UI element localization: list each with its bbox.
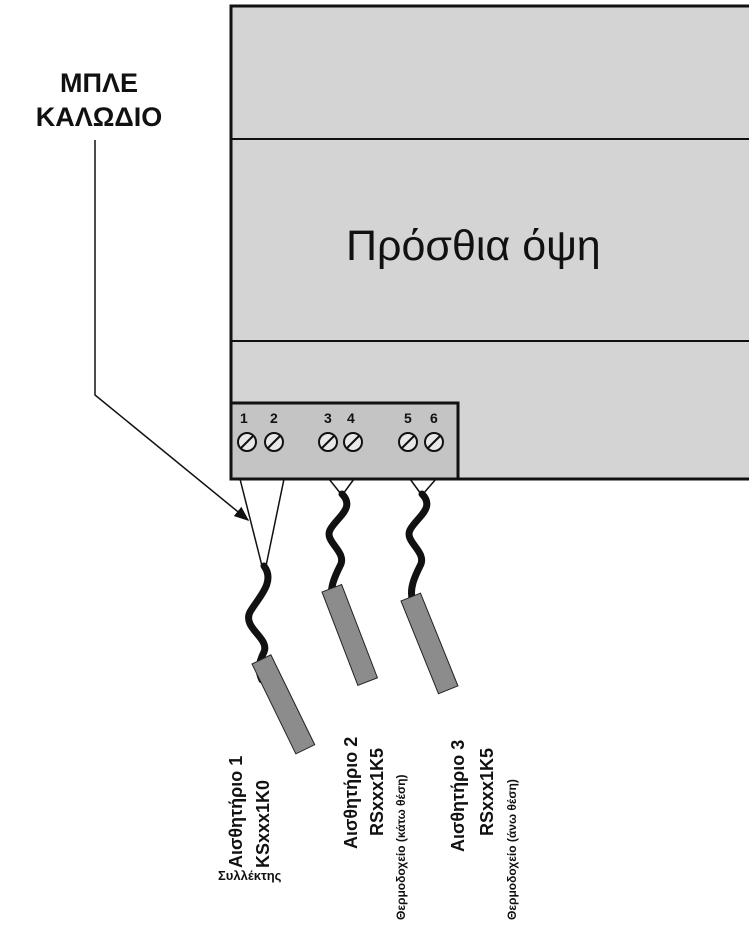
sensor-1-wiring [239, 478, 316, 755]
blue-wire-label-line2: ΚΑΛΩΔΙΟ [35, 102, 163, 132]
sensor-3-lead-right [422, 478, 437, 495]
sensor-2-model: RSxxx1K5 [367, 748, 387, 836]
sensor-3-title: Αισθητήριο 3 [448, 740, 468, 852]
terminal-screw-4 [343, 432, 363, 452]
sensor-1-location: Συλλέκτης [218, 868, 282, 883]
housing-body [229, 4, 749, 481]
sensor-2-title: Αισθητήριο 2 [341, 737, 361, 849]
sensor-3-probe [400, 592, 459, 695]
terminal-number-4: 4 [347, 410, 355, 426]
sensor-1-lead-right [265, 478, 285, 567]
sensor-2-probe [321, 583, 379, 687]
sensor-2-labels: Αισθητήριο 2 RSxxx1K5 Θερμοδοχείο (κάτω … [341, 737, 408, 920]
sensor-3-labels: Αισθητήριο 3 RSxxx1K5 Θερμοδοχείο (άνω θ… [448, 740, 519, 920]
terminal-number-3: 3 [324, 410, 332, 426]
sensor-3-model: RSxxx1K5 [477, 748, 497, 836]
sensor-3-lead-left [409, 478, 422, 495]
sensor-1-probe [251, 654, 316, 755]
terminal-number-6: 6 [430, 410, 438, 426]
terminal-number-1: 1 [240, 410, 248, 426]
sensor-1-lead-left [239, 478, 263, 567]
terminal-screw-5 [398, 432, 418, 452]
terminal-screw-1 [237, 432, 257, 452]
blue-wire-label: ΜΠΛΕ ΚΑΛΩΔΙΟ [4, 66, 194, 134]
blue-wire-arrow [94, 140, 250, 521]
controller-housing: Πρόσθια όψη [229, 4, 749, 481]
terminal-number-5: 5 [404, 410, 412, 426]
sensor-3-wiring [400, 478, 459, 695]
sensor-1-model: KSxxx1K0 [253, 780, 273, 868]
sensor-1-labels: Αισθητήριο 1 KSxxx1K0 Συλλέκτης [218, 756, 282, 883]
sensor-1-title: Αισθητήριο 1 [226, 756, 246, 868]
sensor-3-location: Θερμοδοχείο (άνω θέση) [505, 779, 519, 920]
terminal-screw-2 [264, 432, 284, 452]
terminal-block: 1 2 3 4 5 6 [229, 401, 460, 481]
terminal-screw-6 [424, 432, 444, 452]
sensor-2-wiring [321, 478, 379, 687]
front-view-label: Πρόσθια όψη [346, 222, 601, 270]
terminal-screw-3 [318, 432, 338, 452]
blue-wire-label-line1: ΜΠΛΕ [59, 68, 138, 98]
sensor-2-location: Θερμοδοχείο (κάτω θέση) [394, 775, 408, 921]
sensor-2-cable [325, 490, 351, 602]
sensor-2-lead-right [342, 478, 355, 495]
sensor-2-lead-left [328, 478, 342, 495]
terminal-number-2: 2 [270, 410, 278, 426]
sensor-3-cable [405, 490, 431, 602]
